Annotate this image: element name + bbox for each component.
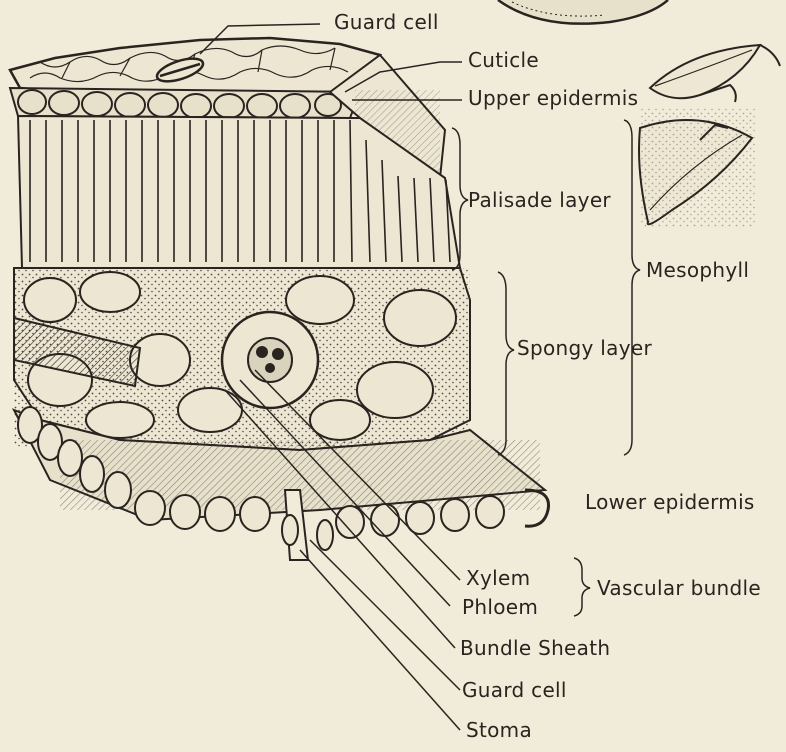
label-xylem: Xylem	[466, 568, 530, 588]
label-palisade-layer: Palisade layer	[468, 190, 611, 210]
label-bundle-sheath: Bundle Sheath	[460, 638, 610, 658]
leaf-thumbnail-icons	[639, 45, 780, 228]
label-phloem: Phloem	[462, 597, 538, 617]
leaf-block	[10, 38, 549, 560]
label-guard-cell-bottom: Guard cell	[462, 680, 567, 700]
label-spongy-layer: Spongy layer	[517, 338, 652, 358]
label-vascular-bundle: Vascular bundle	[597, 578, 761, 598]
label-guard-cell-top: Guard cell	[334, 12, 439, 32]
label-stoma: Stoma	[466, 720, 532, 740]
corner-fragment	[498, 0, 668, 24]
label-mesophyll: Mesophyll	[646, 260, 749, 280]
label-lower-epidermis: Lower epidermis	[585, 492, 755, 512]
label-upper-epidermis: Upper epidermis	[468, 88, 638, 108]
label-cuticle: Cuticle	[468, 50, 539, 70]
